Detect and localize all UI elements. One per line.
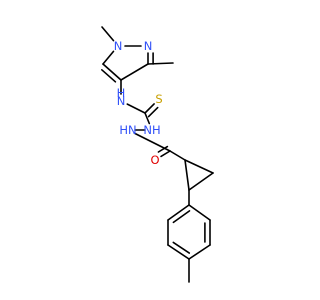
bond-Ar6-Ar1 (167, 204, 190, 221)
bond-N_h1-C_thio (126, 103, 146, 114)
background (0, 0, 300, 300)
atom-label-N_h3: NH (143, 123, 160, 137)
bond-C_thio-S-second (147, 106, 159, 118)
bond-Cp3-Cp1 (184, 159, 190, 191)
bond-Cp1-Cp2 (184, 159, 214, 174)
bond-Ar4-Ar5-second (172, 241, 191, 254)
atom-label-N_h1-0: H (117, 86, 126, 100)
bond-C_thio-N_h3 (144, 112, 151, 125)
atom-label-N1: N (114, 39, 123, 53)
bond-C_me1-N1 (101, 26, 115, 42)
atom-N_h2: HN (119, 123, 136, 137)
bond-C_co-O-second (157, 145, 169, 153)
bond-C5-N1 (102, 50, 115, 65)
atom-S: S (155, 92, 162, 106)
atom-N1: N (114, 39, 123, 53)
bond-C4-C5-second (101, 69, 117, 83)
bond-C_co-Cp1 (169, 150, 186, 161)
bond-Cp2-Cp3 (188, 172, 214, 191)
bond-Ar6-Ar1-second (172, 210, 191, 224)
atom-label-N_h2: HN (119, 123, 136, 137)
bond-C4-C5 (102, 63, 122, 81)
atom-O: O (150, 153, 159, 167)
bond-layer (101, 26, 214, 283)
atom-label-O: O (150, 153, 159, 167)
atom-label-N2: N (144, 39, 153, 53)
bond-Ar1-Ar2 (188, 204, 211, 221)
atom-N_h1: HN (117, 86, 126, 108)
bond-C_co-O (160, 150, 171, 158)
atom-label-N_h1-1: N (117, 94, 126, 108)
bond-C3-C4 (120, 63, 149, 81)
bond-C3-C_me3 (147, 62, 174, 65)
atom-N2: N (144, 39, 153, 53)
atom-N_h3: NH (143, 123, 160, 137)
atom-label-S: S (155, 92, 162, 106)
bond-C_thio-S (144, 103, 155, 114)
bond-Ar4-Ar5 (167, 244, 190, 260)
bond-Ar3-Ar4 (188, 244, 211, 260)
